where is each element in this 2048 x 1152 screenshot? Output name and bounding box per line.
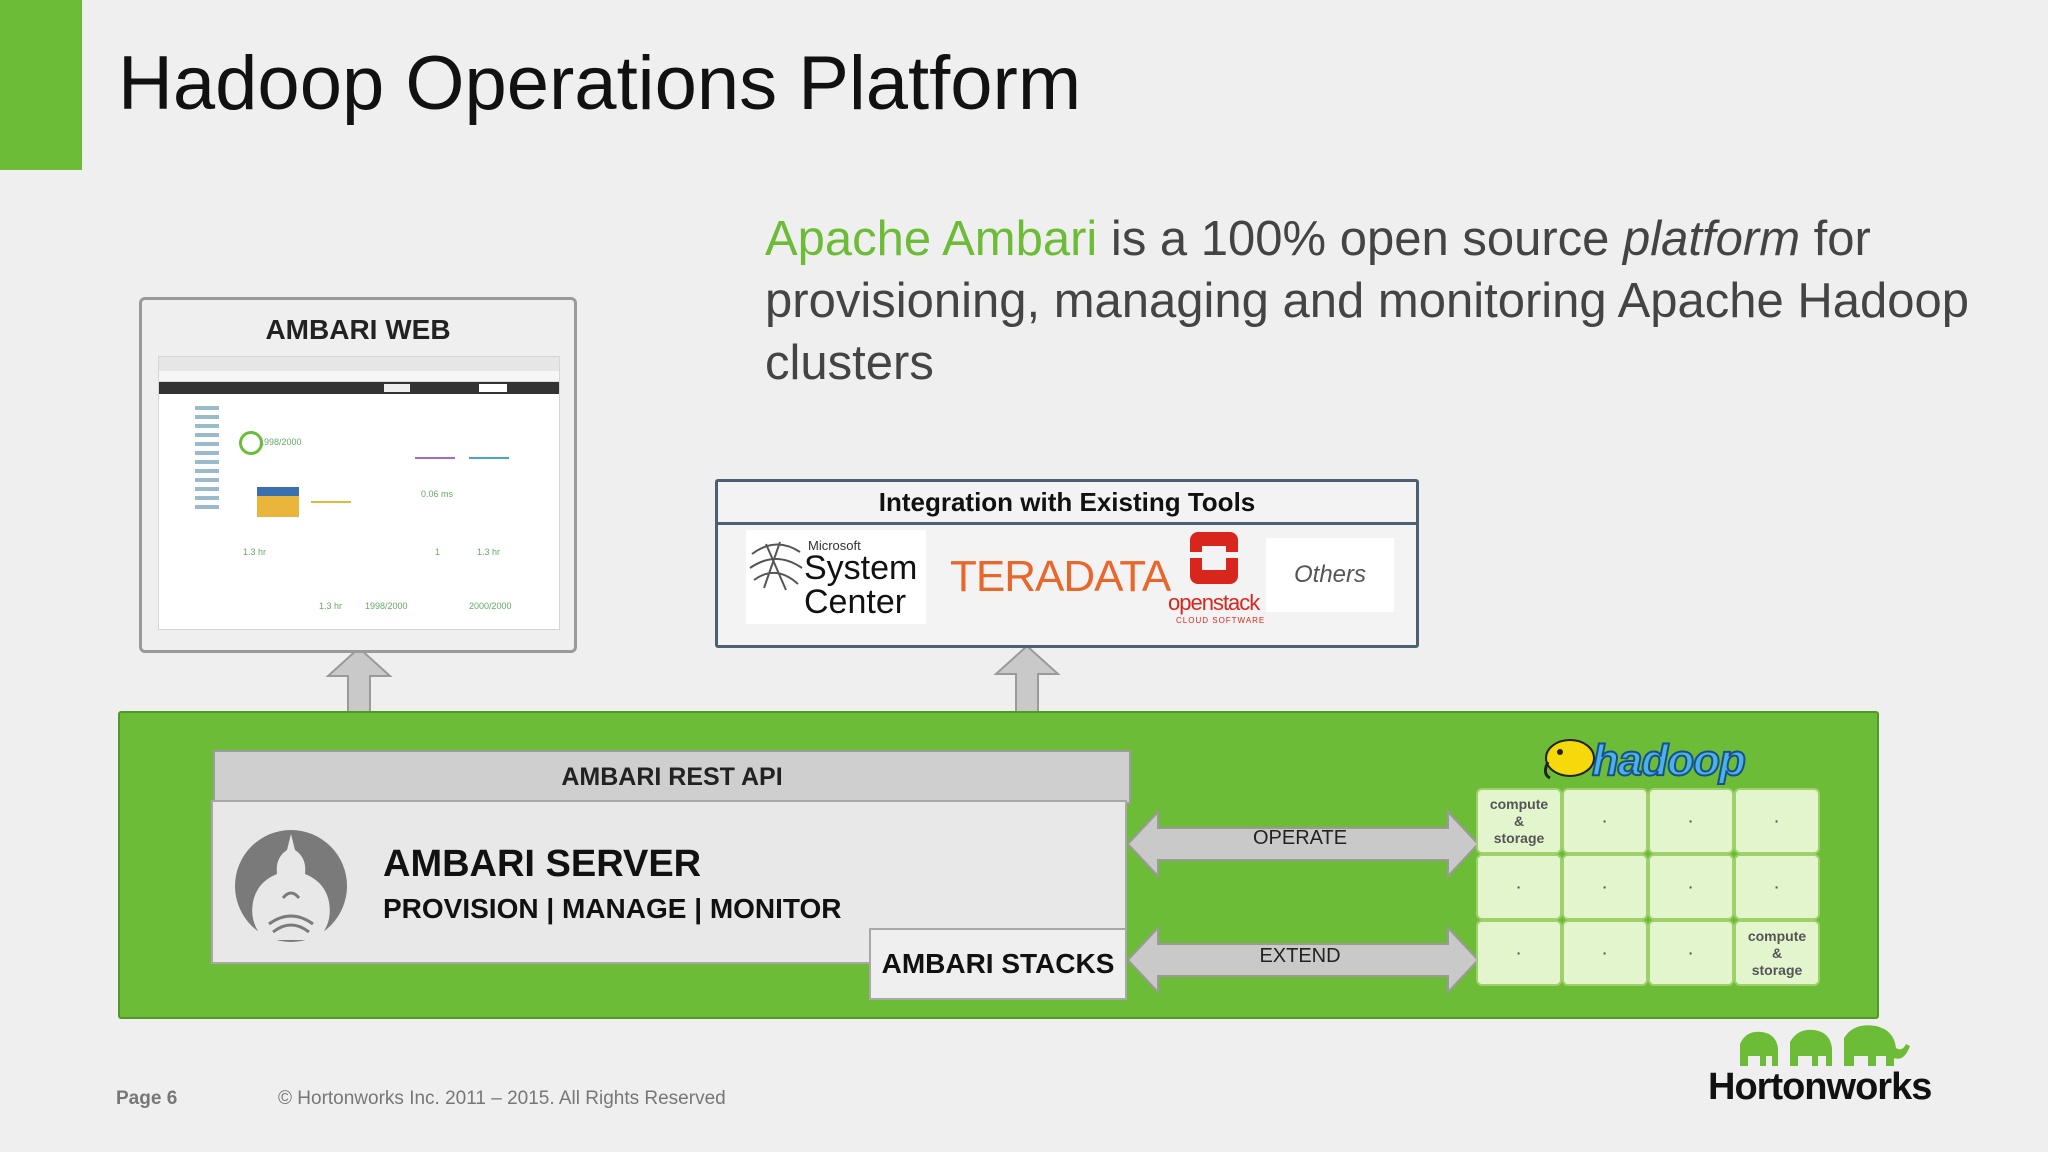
page-title: Hadoop Operations Platform xyxy=(118,41,1082,126)
hortonworks-elephants-icon xyxy=(1740,1025,1910,1066)
cluster-node: · xyxy=(1734,854,1820,920)
openstack-icon xyxy=(1190,532,1238,584)
cluster-node: · xyxy=(1734,788,1820,854)
stat-4: 1.3 hr xyxy=(477,547,501,557)
tagline: Apache Ambari is a 100% open source plat… xyxy=(765,208,2035,394)
cluster-node: · xyxy=(1648,788,1734,854)
ambari-server-subtitle: PROVISION | MANAGE | MONITOR xyxy=(383,893,842,924)
cluster-node: · xyxy=(1476,854,1562,920)
cluster-node: · xyxy=(1648,854,1734,920)
teradata-logo: TERADATA xyxy=(950,552,1171,601)
system-center-icon xyxy=(749,541,803,591)
tagline-text-1: is a 100% open source xyxy=(1097,212,1624,266)
stat-5: 1.3 hr xyxy=(319,601,343,611)
tagline-text-2: for provisioning, managing and monitorin… xyxy=(765,212,1970,390)
openstack-logo: openstack CLOUD SOFTWARE xyxy=(1168,530,1264,632)
cluster-node: · xyxy=(1476,920,1562,986)
cluster-node: · xyxy=(1648,920,1734,986)
integration-panel: Integration with Existing Tools Microsof… xyxy=(715,479,1419,648)
stat-2: 0.06 ms xyxy=(421,489,454,499)
stat-8: 1 xyxy=(435,547,441,557)
stat-3: 1.3 hr xyxy=(243,547,267,557)
cluster-node-compute-storage: compute & storage xyxy=(1476,788,1562,854)
stat-7: 2000/2000 xyxy=(469,601,512,611)
ambari-web-screenshot: 1998/2000 0.06 ms 1.3 hr 1.3 hr 1.3 hr 1… xyxy=(158,356,560,630)
hadoop-logo: hadoop xyxy=(1591,735,1747,786)
stat-6: 1998/2000 xyxy=(365,601,408,611)
page-number: Page 6 xyxy=(116,1088,178,1109)
ambari-web-panel: AMBARI WEB 1998/2000 0.06 ms 1.3 hr 1.3 … xyxy=(139,297,577,653)
ambari-logo-icon xyxy=(235,830,347,942)
others-tile: Others xyxy=(1266,538,1394,612)
system-center-logo: Microsoft System Center xyxy=(746,530,926,624)
ambari-stacks: AMBARI STACKS xyxy=(869,928,1127,1000)
stat-1: 1998/2000 xyxy=(259,437,302,447)
hadoop-elephant-icon xyxy=(1543,739,1595,780)
integration-title: Integration with Existing Tools xyxy=(718,482,1416,525)
operate-label: OPERATE xyxy=(1252,827,1348,849)
hortonworks-logo: Hortonworks xyxy=(1708,1066,1932,1108)
accent-tab xyxy=(0,0,82,170)
tagline-highlight: Apache Ambari xyxy=(765,212,1098,266)
cluster-node: · xyxy=(1562,854,1648,920)
tagline-emphasis: platform xyxy=(1623,212,1801,266)
copyright: © Hortonworks Inc. 2011 – 2015. All Righ… xyxy=(278,1088,726,1109)
extend-label: EXTEND xyxy=(1259,945,1341,967)
cluster-node-compute-storage: compute & storage xyxy=(1734,920,1820,986)
ambari-web-title: AMBARI WEB xyxy=(265,314,451,345)
ambari-rest-api: AMBARI REST API xyxy=(213,750,1131,804)
cluster-node: · xyxy=(1562,920,1648,986)
ambari-server-title: AMBARI SERVER xyxy=(383,843,702,885)
cluster-node: · xyxy=(1562,788,1648,854)
